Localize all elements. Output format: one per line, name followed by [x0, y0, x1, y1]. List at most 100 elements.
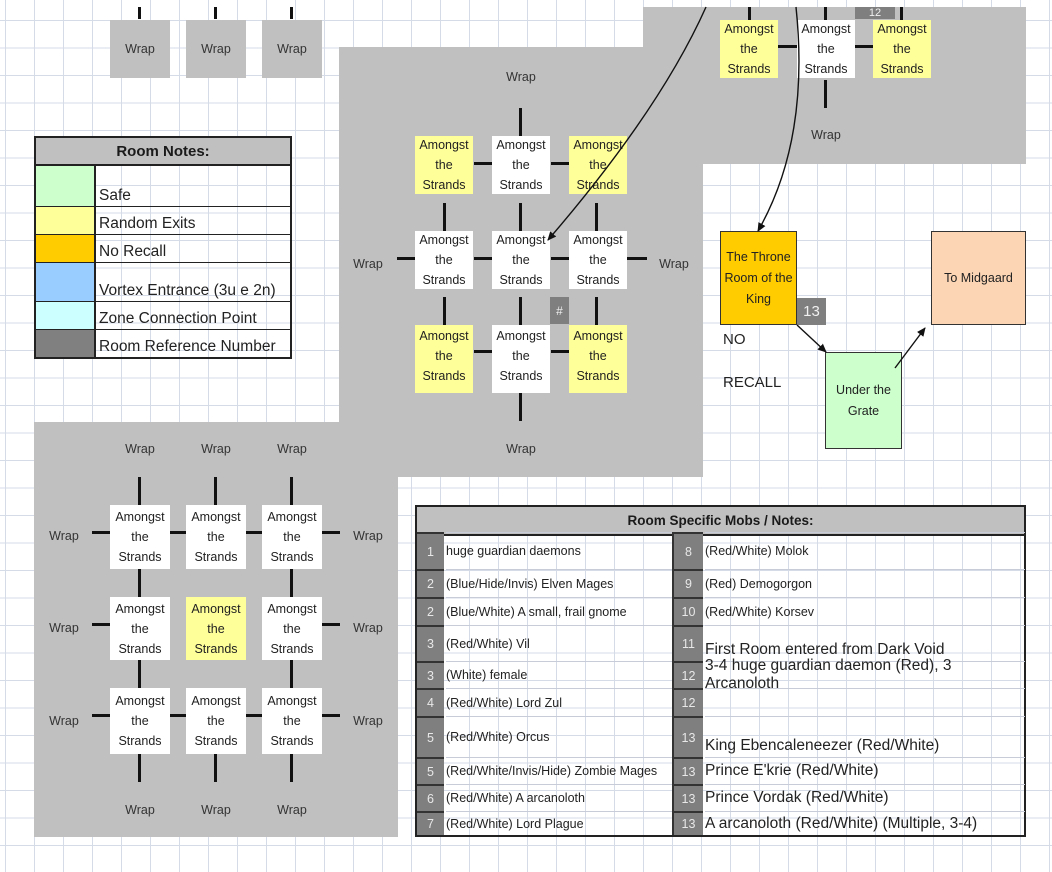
- room-amongst-the-strands[interactable]: Amongst the Strands: [569, 325, 627, 393]
- exit-line: [519, 108, 522, 136]
- room-number-cell: 6: [417, 784, 444, 811]
- legend-item-safe: Safe: [36, 166, 290, 207]
- room-amongst-the-strands[interactable]: Amongst the Strands: [569, 136, 627, 194]
- room-amongst-the-strands[interactable]: Amongst the Strands: [492, 136, 550, 194]
- exit-line: [397, 257, 417, 260]
- room-number-cell: 3: [417, 625, 444, 661]
- table-divider: [672, 532, 674, 835]
- exit-line: [138, 7, 141, 19]
- room-label: Amongst the Strands: [877, 22, 927, 76]
- room-under-the-grate[interactable]: Under the Grate: [825, 352, 902, 449]
- exit-line: [474, 257, 494, 260]
- room-amongst-the-strands[interactable]: Amongst the Strands: [262, 597, 322, 660]
- room-label: The Throne Room of the King: [724, 249, 793, 306]
- wrap-label: Wrap: [277, 42, 307, 56]
- room-label: Under the Grate: [836, 382, 891, 418]
- legend-item-no-recall: No Recall: [36, 235, 290, 263]
- room-amongst-the-strands[interactable]: Amongst the Strands: [262, 505, 322, 569]
- exit-line: [474, 350, 494, 353]
- mobs-table-title: Room Specific Mobs / Notes:: [417, 507, 1024, 536]
- room-number-cell: 5: [417, 757, 444, 784]
- exit-line: [290, 660, 293, 688]
- arrow-to-throne-room: [757, 6, 800, 232]
- room-label: Amongst the Strands: [724, 22, 774, 76]
- exit-line: [320, 531, 340, 534]
- exit-line: [595, 203, 598, 231]
- room-number-cell: 9: [674, 569, 703, 597]
- exit-line: [748, 7, 751, 20]
- mob-note-cell: (Red/White) Molok: [705, 532, 1025, 569]
- room-amongst-the-strands[interactable]: Amongst the Strands: [110, 505, 170, 569]
- room-amongst-the-strands[interactable]: Amongst the Strands: [110, 688, 170, 754]
- room-number-cell: 1: [417, 532, 444, 569]
- legend-item-zone-connection: Zone Connection Point: [36, 302, 290, 330]
- wrap-node: Wrap: [110, 20, 170, 78]
- exit-line: [519, 393, 522, 421]
- room-amongst-the-strands[interactable]: Amongst the Strands: [873, 20, 931, 78]
- room-amongst-the-strands[interactable]: Amongst the Strands: [186, 505, 246, 569]
- legend-label: No Recall: [99, 243, 167, 260]
- room-label: Amongst the Strands: [573, 233, 623, 287]
- exit-line: [551, 162, 571, 165]
- room-amongst-the-strands[interactable]: Amongst the Strands: [186, 688, 246, 754]
- exit-line: [138, 754, 141, 782]
- arrow-to-midgaard: [894, 327, 926, 369]
- room-amongst-the-strands[interactable]: Amongst the Strands: [720, 20, 778, 78]
- legend-title: Room Notes:: [36, 138, 290, 166]
- room-reference-12: 12: [855, 7, 895, 19]
- room-amongst-the-strands[interactable]: Amongst the Strands: [415, 136, 473, 194]
- mob-note-cell: First Room entered from Dark Void: [705, 625, 1025, 661]
- exit-line: [443, 297, 446, 325]
- room-number-cell: 13: [674, 811, 703, 835]
- room-notes-legend: Room Notes: Safe Random Exits No Recall …: [34, 136, 292, 359]
- legend-label: Safe: [99, 187, 131, 204]
- mob-note-cell: Prince Vordak (Red/White): [705, 784, 1025, 811]
- exit-line: [168, 714, 188, 717]
- exit-line: [551, 350, 571, 353]
- wrap-label: Wrap: [49, 621, 79, 635]
- wrap-label: Wrap: [201, 442, 231, 456]
- room-reference-hash: #: [550, 297, 569, 324]
- arrow-to-center-room: [547, 6, 707, 241]
- wrap-label: Wrap: [49, 529, 79, 543]
- room-amongst-the-strands[interactable]: Amongst the Strands: [262, 688, 322, 754]
- room-number-cell: 7: [417, 811, 444, 835]
- mob-note-cell: (Red) Demogorgon: [705, 569, 1025, 597]
- ref-number: 12: [868, 7, 882, 19]
- exit-line: [138, 477, 141, 505]
- wrap-label: Wrap: [201, 803, 231, 817]
- exit-line: [138, 660, 141, 688]
- room-label: Amongst the Strands: [115, 601, 165, 656]
- room-number-cell: 2: [417, 569, 444, 597]
- legend-swatch: [36, 263, 96, 301]
- room-amongst-the-strands[interactable]: Amongst the Strands: [110, 597, 170, 660]
- room-amongst-the-strands[interactable]: Amongst the Strands: [569, 231, 627, 289]
- room-label: Amongst the Strands: [191, 510, 241, 564]
- exit-line: [92, 714, 112, 717]
- no-recall-note: NO: [723, 331, 746, 348]
- room-amongst-the-strands[interactable]: Amongst the Strands: [492, 325, 550, 393]
- mob-note-cell: A arcanoloth (Red/White) (Multiple, 3-4): [705, 811, 1025, 835]
- ref-number: 13: [803, 303, 820, 320]
- wrap-label: Wrap: [353, 257, 383, 271]
- room-amongst-the-strands[interactable]: Amongst the Strands: [415, 325, 473, 393]
- room-throne-room-of-the-king[interactable]: The Throne Room of the King: [720, 231, 797, 325]
- mob-note-cell: (Blue/White) A small, frail gnome: [446, 597, 672, 625]
- room-amongst-the-strands[interactable]: Amongst the Strands: [415, 231, 473, 289]
- room-amongst-the-strands[interactable]: Amongst the Strands: [797, 20, 855, 78]
- room-amongst-the-strands[interactable]: Amongst the Strands: [492, 231, 550, 289]
- legend-label: Vortex Entrance (3u e 2n): [99, 282, 276, 299]
- legend-swatch: [36, 166, 96, 206]
- room-mobs-table: Room Specific Mobs / Notes:: [415, 505, 1026, 837]
- wrap-label: Wrap: [125, 803, 155, 817]
- wrap-label: Wrap: [811, 128, 841, 142]
- wrap-label: Wrap: [125, 442, 155, 456]
- room-amongst-the-strands[interactable]: Amongst the Strands: [186, 597, 246, 660]
- wrap-label: Wrap: [353, 714, 383, 728]
- legend-label: Room Reference Number: [99, 338, 276, 355]
- exit-line: [168, 531, 188, 534]
- room-to-midgaard[interactable]: To Midgaard: [931, 231, 1026, 325]
- wrap-label: Wrap: [506, 70, 536, 84]
- mob-note-cell: Prince E'krie (Red/White): [705, 757, 1025, 784]
- ref-number: #: [556, 303, 563, 318]
